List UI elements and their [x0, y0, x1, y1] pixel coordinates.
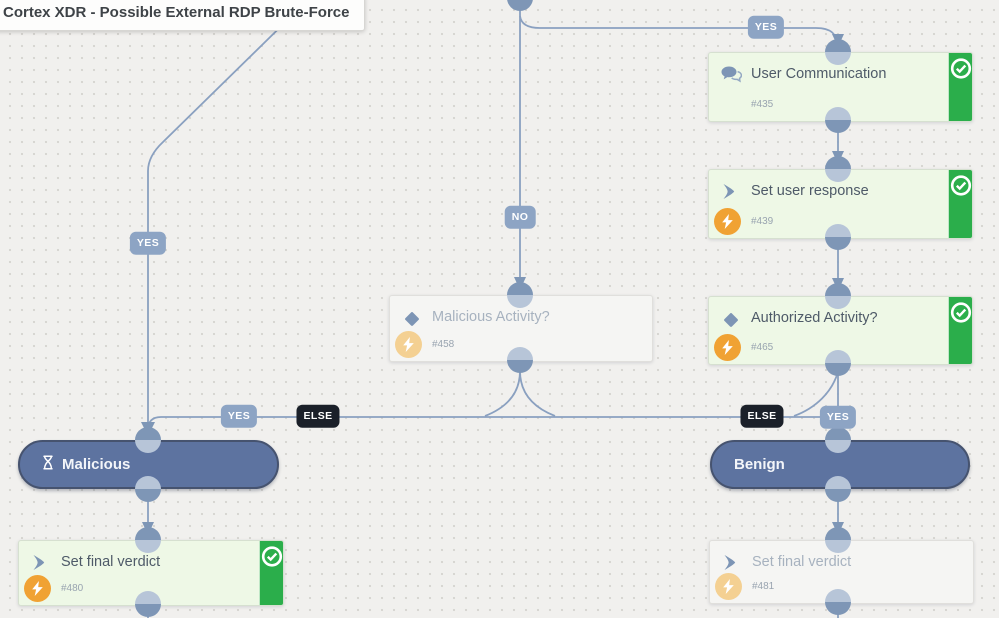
- condition-diamond-icon: [402, 309, 424, 329]
- connector-port: [507, 347, 533, 373]
- connector-port: [825, 527, 851, 553]
- connector-port: [825, 107, 851, 133]
- task-title: Set user response: [751, 183, 869, 199]
- task-title: Authorized Activity?: [751, 310, 878, 326]
- edge-authorized-activity-else-diagonal: [793, 371, 839, 417]
- completed-state-bar: [259, 541, 283, 605]
- edge-label-yes: YES: [819, 405, 857, 429]
- automation-bolt-icon: [24, 575, 51, 602]
- chevron-icon: [722, 554, 744, 574]
- playbook-title: Cortex XDR - Possible External RDP Brute…: [0, 0, 366, 31]
- connector-port: [135, 591, 161, 617]
- connector-port: [825, 427, 851, 453]
- connector-port: [825, 224, 851, 250]
- task-title: Set final verdict: [752, 554, 852, 570]
- task-title: User Communication: [751, 66, 887, 82]
- hourglass-icon: [42, 455, 54, 474]
- task-id: #465: [751, 342, 774, 353]
- completed-state-bar: [948, 170, 972, 238]
- edge-label-else: ELSE: [740, 404, 784, 428]
- edge-yes-to-user-communication: [519, 15, 839, 47]
- check-icon: [261, 546, 282, 572]
- edge-label-else: ELSE: [296, 404, 340, 428]
- connector-port: [825, 156, 851, 182]
- edge-label-yes: YES: [129, 231, 167, 255]
- check-icon: [950, 302, 971, 328]
- completed-state-bar: [948, 297, 972, 364]
- task-id: #435: [751, 99, 774, 110]
- check-icon: [950, 175, 971, 201]
- connector-port: [825, 350, 851, 376]
- check-icon: [950, 58, 971, 84]
- connector-port: [825, 283, 851, 309]
- connector-port: [135, 476, 161, 502]
- task-id: #481: [752, 581, 775, 592]
- task-id: #480: [61, 583, 84, 594]
- task-title: Malicious Activity?: [432, 309, 550, 325]
- terminal-label: Malicious: [62, 456, 131, 473]
- automation-bolt-icon: [714, 208, 741, 235]
- chat-icon: [721, 66, 743, 86]
- automation-bolt-icon: [714, 334, 741, 361]
- connector-port: [825, 476, 851, 502]
- edge-label-no: NO: [504, 205, 536, 229]
- condition-diamond-icon: [721, 310, 743, 330]
- edge-malicious-activity-fork-right: [519, 370, 556, 417]
- terminal-label: Benign: [734, 456, 785, 473]
- task-id: #439: [751, 216, 774, 227]
- connector-port: [825, 39, 851, 65]
- edge-label-yes: YES: [220, 404, 258, 428]
- connector-port: [507, 0, 533, 11]
- automation-bolt-icon: [395, 331, 422, 358]
- connector-port: [135, 427, 161, 453]
- edge-label-yes: YES: [747, 15, 785, 39]
- connector-port: [135, 527, 161, 553]
- chevron-icon: [721, 183, 743, 203]
- edge-left-yes-branch: [147, 0, 310, 431]
- completed-state-bar: [948, 53, 972, 121]
- task-id: #458: [432, 339, 455, 350]
- task-title: Set final verdict: [61, 554, 161, 570]
- automation-bolt-icon: [715, 573, 742, 600]
- chevron-icon: [31, 554, 53, 574]
- edge-malicious-activity-fork-left: [484, 370, 521, 417]
- connector-port: [507, 282, 533, 308]
- connector-port: [825, 589, 851, 615]
